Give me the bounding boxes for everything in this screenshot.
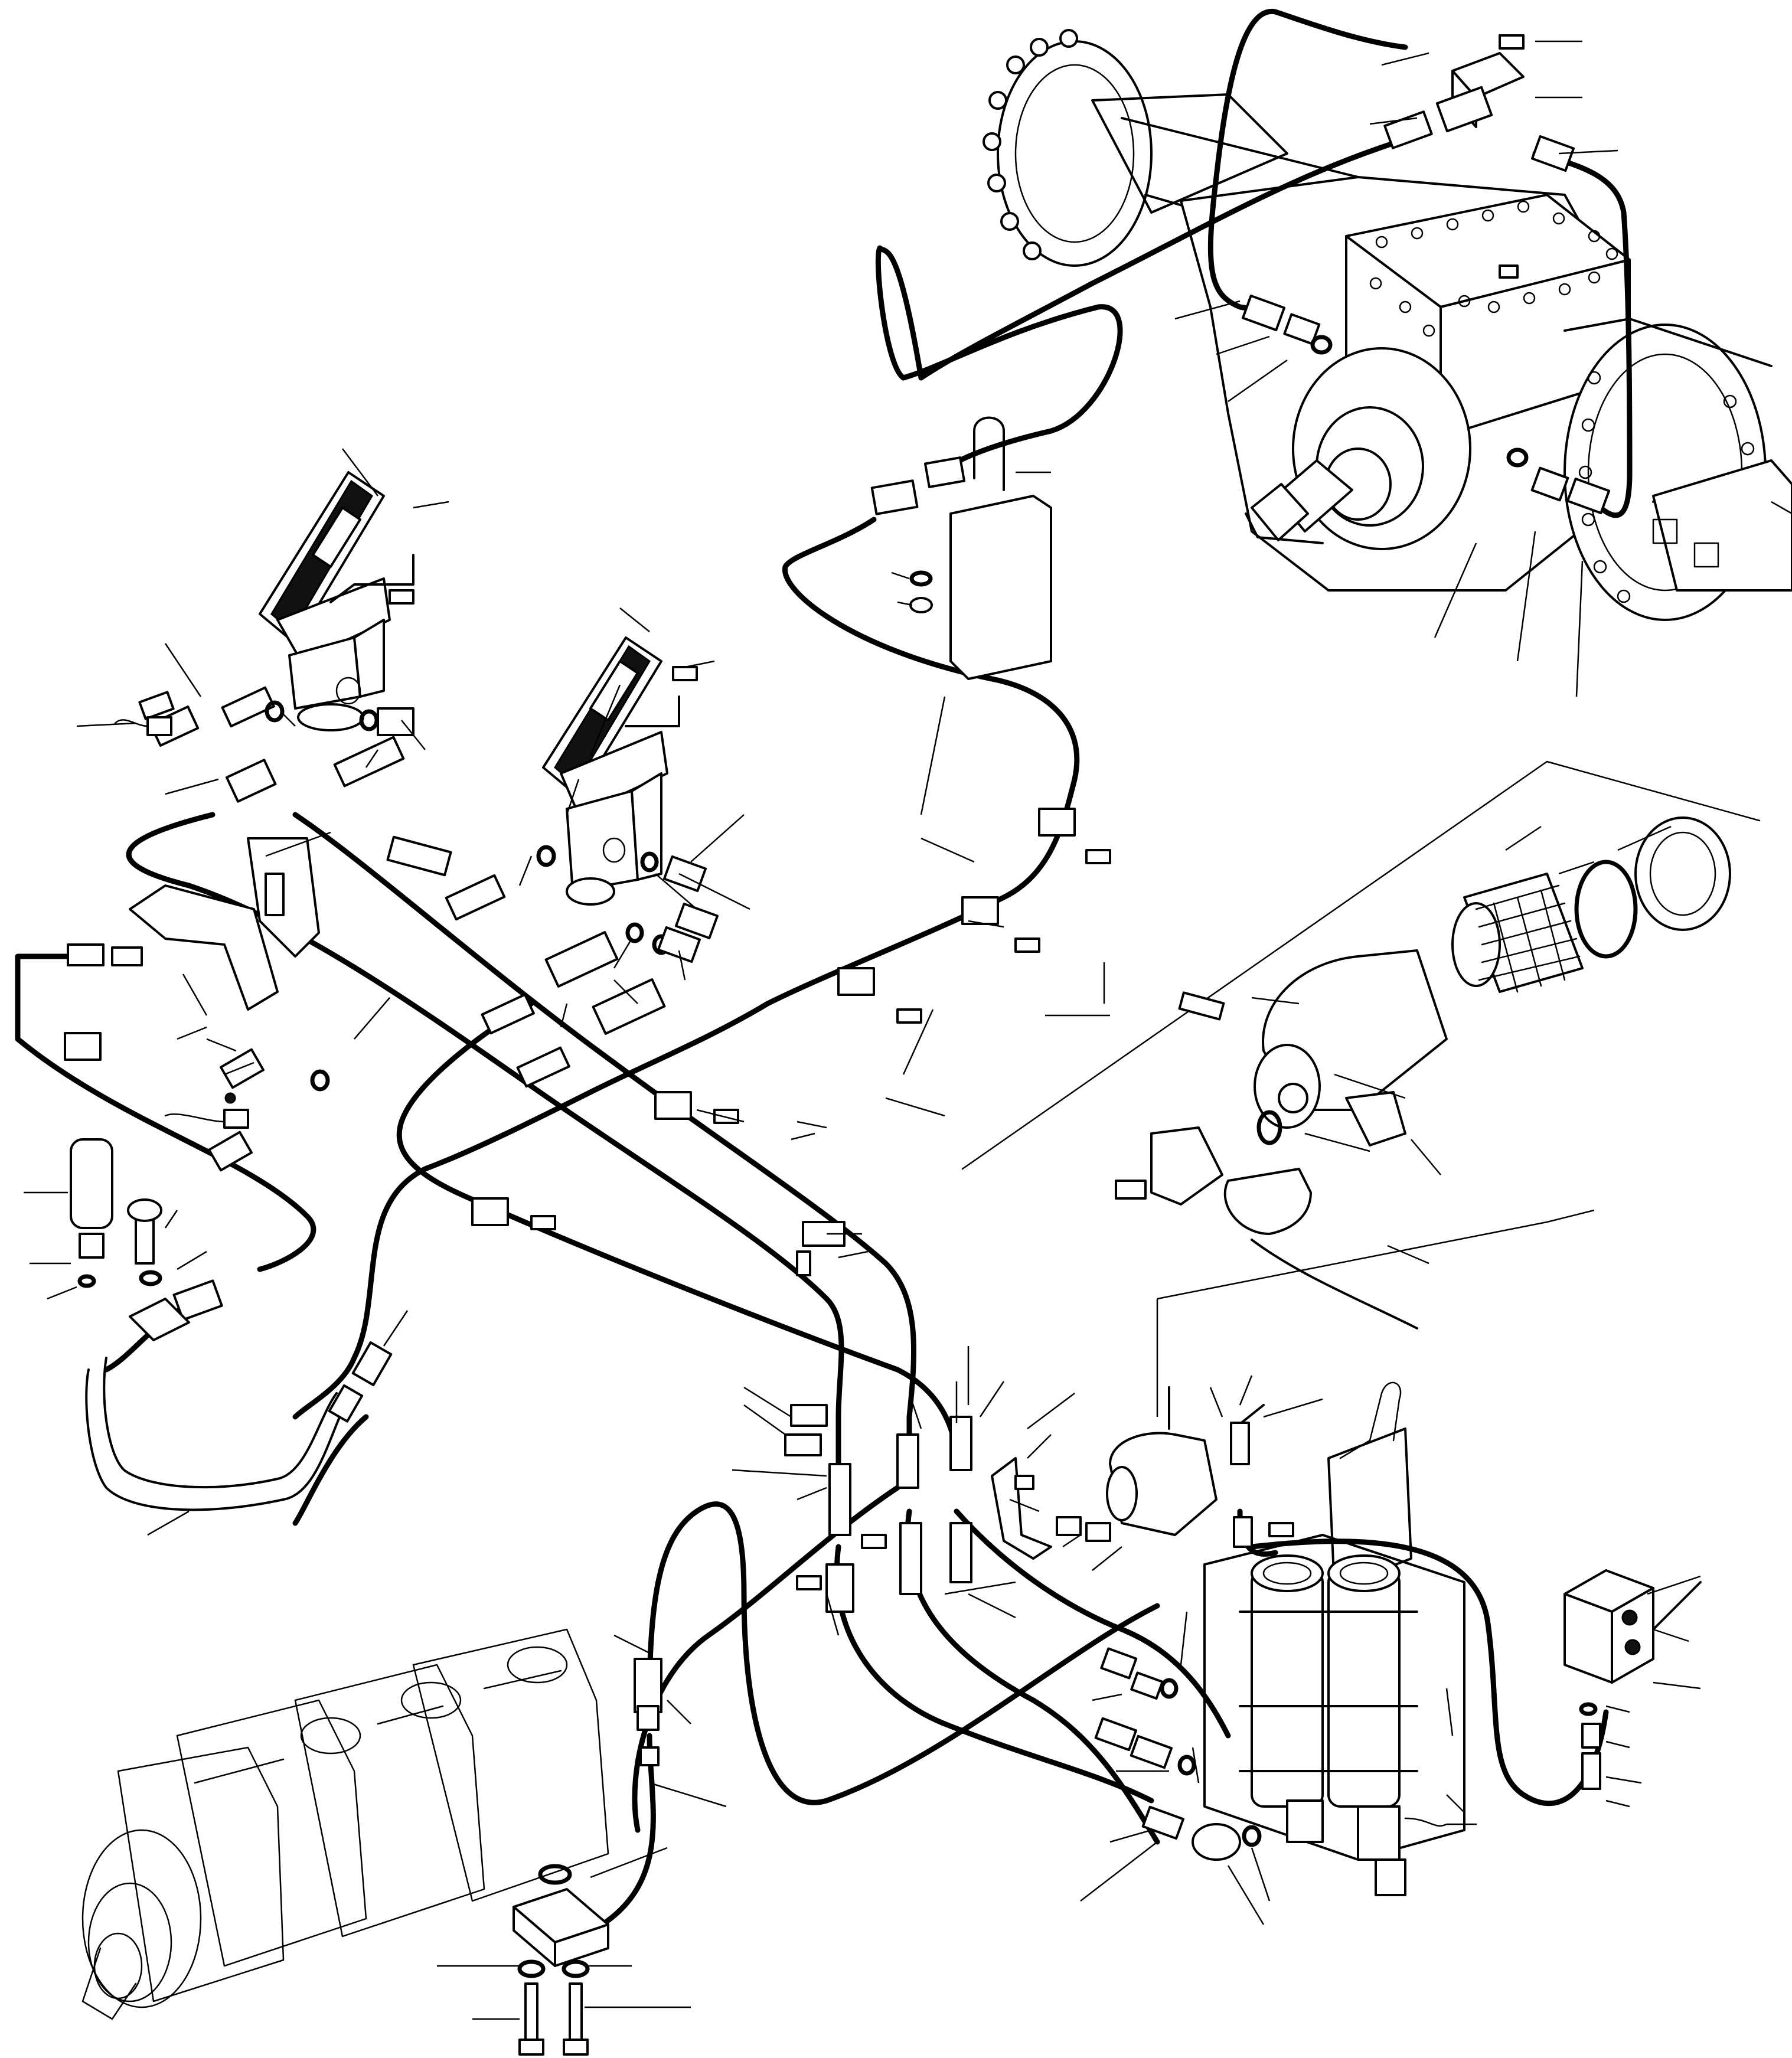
filter-assembly: [961, 760, 1761, 1329]
right-hub-bolts: [1578, 371, 1755, 603]
distribution-valve-block: [1563, 1569, 1702, 1790]
callout-leaders: [24, 40, 1792, 2020]
brake-pedal-valve-left: [259, 471, 414, 731]
rear-axle-assembly: [983, 29, 1792, 621]
filter-mesh: [1475, 884, 1581, 993]
accumulator-assembly: [1056, 1381, 1477, 1896]
cover-bolts: [1369, 200, 1618, 337]
fittings: [64, 34, 1611, 1613]
pressure-switch: [114, 716, 249, 1129]
hydraulic-pump: [81, 1628, 662, 2056]
hub-bolt-ring: [983, 29, 1078, 260]
brake-pedal-valve-right: [542, 636, 680, 906]
